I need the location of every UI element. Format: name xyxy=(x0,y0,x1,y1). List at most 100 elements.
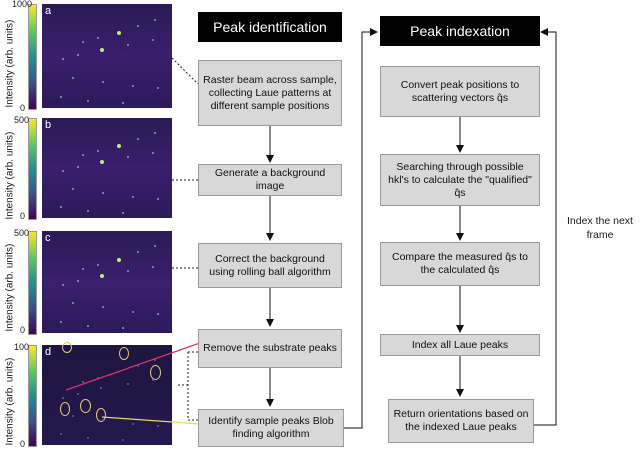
panel-b-cbar-min: 0 xyxy=(20,211,26,221)
laue-spot xyxy=(137,24,139,27)
highlight-ellipse xyxy=(96,408,106,422)
laue-spot xyxy=(154,359,156,361)
laue-spot xyxy=(82,267,84,270)
laue-spot xyxy=(154,245,156,248)
laue-spot xyxy=(87,99,89,102)
panel-a-cbar-min: 0 xyxy=(20,103,26,113)
arrow-to-indexation xyxy=(344,28,378,429)
peak-indexation-header: Peak indexation xyxy=(380,16,540,46)
laue-spot xyxy=(132,196,134,198)
laue-spot xyxy=(127,383,129,385)
step-return-orientations: Return orientations based on the indexed… xyxy=(388,399,534,443)
laue-spot xyxy=(77,393,79,395)
laue-spot xyxy=(117,31,121,36)
laue-spot xyxy=(122,439,124,441)
laue-spot xyxy=(157,87,159,90)
laue-spot xyxy=(154,132,156,134)
laue-spot xyxy=(154,18,156,21)
laue-spot xyxy=(60,320,62,323)
laue-spot xyxy=(137,251,139,254)
laue-spot xyxy=(60,433,62,435)
laue-spot xyxy=(157,425,159,427)
laue-spot xyxy=(60,95,62,98)
laue-spot xyxy=(157,312,159,315)
laue-spot xyxy=(87,324,89,327)
laue-spot xyxy=(132,310,134,313)
panel-d-colorbar xyxy=(28,345,37,447)
substrate-line xyxy=(65,342,201,391)
step-identify-sample-peaks: Identify sample peaks Blob finding algor… xyxy=(198,409,344,447)
laue-spot xyxy=(152,265,154,268)
step-raster-beam: Raster beam across sample, collecting La… xyxy=(198,60,342,126)
laue-spot xyxy=(100,273,104,278)
laue-spot xyxy=(77,53,79,56)
highlight-ellipse xyxy=(150,365,161,380)
laue-spot xyxy=(72,302,74,305)
laue-spot xyxy=(127,269,129,272)
panel-a-cbar-max: 1000 xyxy=(12,0,33,9)
laue-spot xyxy=(72,188,74,190)
laue-spot xyxy=(77,279,79,282)
panel-c-label: c xyxy=(45,232,51,244)
panel-a-colorbar xyxy=(28,4,37,110)
step-compare-measured: Compare the measured q̂s to the calculat… xyxy=(380,242,540,286)
laue-spot xyxy=(137,138,139,140)
laue-spot xyxy=(122,212,124,214)
highlight-ellipse xyxy=(119,347,129,360)
panel-b-label: b xyxy=(45,119,52,131)
laue-spot xyxy=(62,397,64,399)
leader-a xyxy=(171,57,199,85)
panel-c-colorbar xyxy=(28,231,37,335)
laue-spot xyxy=(102,80,104,83)
panel-a-label: a xyxy=(45,5,52,17)
panel-c-image: c xyxy=(42,231,172,333)
laue-spot xyxy=(82,381,84,383)
panel-d-label: d xyxy=(45,346,52,358)
panel-b-cbar-max: 500 xyxy=(14,115,30,125)
laue-spot xyxy=(72,76,74,79)
leader-bracket xyxy=(178,351,198,421)
laue-spot xyxy=(102,306,104,309)
laue-spot xyxy=(137,365,139,367)
panel-d-cbar-min: 0 xyxy=(20,439,26,449)
laue-spot xyxy=(117,144,121,148)
step-generate-background: Generate a background image xyxy=(198,164,342,196)
laue-spot xyxy=(152,379,154,381)
laue-spot xyxy=(100,160,104,164)
laue-spot xyxy=(122,101,124,104)
step-correct-background: Correct the background using rolling bal… xyxy=(198,243,342,288)
highlight-ellipse xyxy=(80,399,91,413)
laue-spot xyxy=(132,85,134,88)
laue-spot xyxy=(87,210,89,212)
laue-spot xyxy=(97,150,99,152)
laue-spot xyxy=(102,192,104,194)
panel-c-cbar-max: 500 xyxy=(14,228,30,238)
laue-spot xyxy=(97,263,99,266)
laue-spot xyxy=(152,39,154,42)
laue-spot xyxy=(102,419,104,421)
laue-spot xyxy=(100,387,102,389)
laue-spot xyxy=(122,326,124,329)
step-remove-substrate: Remove the substrate peaks xyxy=(198,329,342,368)
laue-spot xyxy=(72,415,74,417)
laue-spot xyxy=(127,43,129,46)
laue-spot xyxy=(77,166,79,168)
peak-identification-header: Peak identification xyxy=(198,12,342,42)
laue-spot xyxy=(157,198,159,200)
laue-spot xyxy=(87,437,89,439)
laue-spot xyxy=(152,152,154,154)
laue-spot xyxy=(132,423,134,425)
laue-spot xyxy=(62,284,64,287)
laue-spot xyxy=(97,377,99,379)
highlight-ellipse xyxy=(62,342,72,353)
sample-line xyxy=(101,416,201,425)
laue-spot xyxy=(60,206,62,208)
step-index-laue: Index all Laue peaks xyxy=(380,334,540,356)
panel-d-cbar-max: 100 xyxy=(14,342,30,352)
panel-c-cbar-min: 0 xyxy=(20,325,26,335)
laue-spot xyxy=(100,47,104,52)
step-search-hkl: Searching through possible hkl's to calc… xyxy=(380,154,540,206)
panel-b-colorbar xyxy=(28,118,37,220)
laue-spot xyxy=(82,41,84,44)
